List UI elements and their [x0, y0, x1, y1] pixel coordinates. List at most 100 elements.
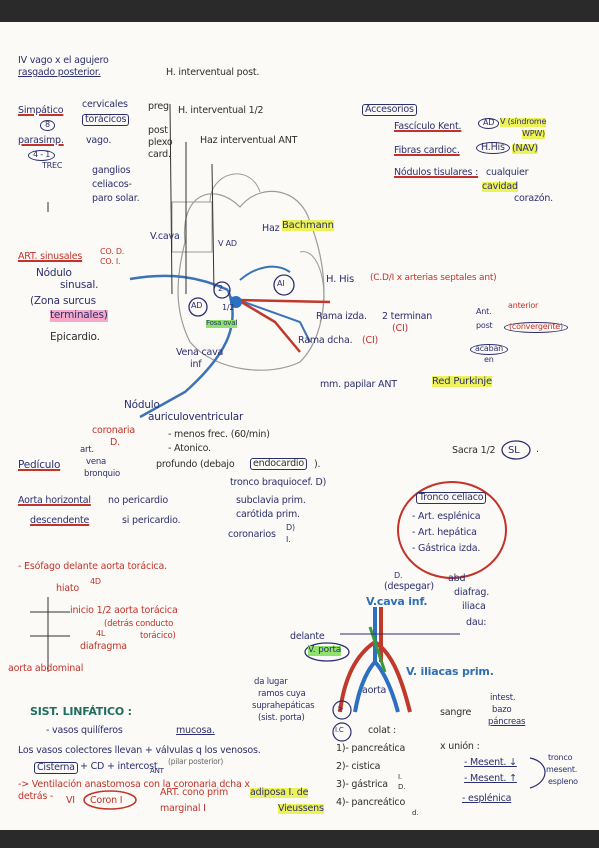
bachmann-line: [239, 265, 291, 281]
kent-wpw: WPW): [522, 129, 545, 139]
diagram-lines: [30, 103, 546, 810]
sacra-label: Sacra 1/2: [452, 445, 496, 456]
zona-1: (Zona surcus: [30, 295, 96, 307]
pediculo-bronquio: bronquio: [84, 469, 121, 479]
cualquier: cualquier: [486, 167, 529, 178]
vago-label: vago.: [86, 135, 112, 146]
nodulo-sinusal-1: Nódulo: [36, 267, 72, 279]
trec-b: TREC: [42, 161, 63, 170]
ramos-cuya: ramos cuya: [258, 689, 306, 699]
profundo-2: endocardio: [250, 458, 307, 471]
dau-label: dau:: [466, 617, 487, 628]
node-2-circle: [213, 281, 231, 299]
terminan: 2 terminan: [382, 311, 433, 322]
haz-interventual-ant: Haz interventual ANT: [200, 135, 298, 146]
coronarios: coronarios: [228, 529, 276, 540]
adiposa-label: adiposa I. de: [250, 787, 309, 799]
delante-label: delante: [290, 631, 325, 642]
kent-sind: V (síndrome: [500, 117, 547, 127]
vasos-quiliferos: - vasos quilíferos: [46, 725, 123, 736]
suprahepaticas: suprahepáticas: [252, 701, 315, 711]
ic-label: I.C: [335, 726, 344, 734]
trec-a: 4 - 1: [28, 150, 56, 161]
hiato-num: 4D: [90, 577, 101, 586]
tronco-label: tronco: [548, 753, 573, 762]
mesent-label: mesent.: [546, 765, 578, 774]
nodulos-tisulares: Nódulos tisulares :: [394, 167, 479, 178]
union-1: - Mesent. ↓: [464, 757, 517, 768]
sist-porta: (sist. porta): [258, 713, 305, 723]
colat-2: 2)- cistica: [336, 761, 381, 772]
ganglios-2: celiacos-: [92, 179, 132, 190]
profundo-1: profundo (debajo: [156, 459, 235, 470]
union-3: - esplénica: [462, 793, 512, 804]
pediculo-vena: vena: [86, 457, 107, 467]
mm-papilar: mm. papilar ANT: [320, 379, 397, 390]
sinus-arrow: [129, 274, 229, 292]
his-rest: (C.D/I x arterias septales ant): [370, 273, 497, 283]
card-label: card.: [148, 149, 171, 160]
h-interventual-half: H. interventual 1/2: [178, 105, 264, 116]
diafrag-label: diafrag.: [454, 587, 490, 598]
despegue: (despegar): [384, 581, 434, 592]
vagus-line-1: IV vago x el agujero: [18, 55, 109, 66]
menos-frec: - menos frec. (60/min): [168, 429, 270, 440]
fibras-nav: (NAV): [512, 143, 538, 155]
detras-line: detrás -: [18, 791, 54, 802]
diafragma-label: diafragma: [80, 641, 127, 652]
anterior-label: anterior: [508, 301, 539, 310]
vcava-inf-label: V.cava inf.: [366, 595, 428, 608]
hiato-label: hiato: [56, 583, 80, 594]
union-label: x unión :: [440, 741, 480, 752]
sl-oval: [501, 440, 531, 460]
pilar-posterior: (pilar posterior): [168, 757, 224, 766]
rama-izda: Rama izda.: [316, 311, 367, 322]
sangre-bazo: bazo: [492, 705, 512, 715]
ganglios-1: ganglios: [92, 165, 131, 176]
tronco-braquiocef: tronco braquiocef. D): [230, 477, 327, 488]
profundo-3: ).: [314, 459, 321, 470]
haz-label: Haz: [262, 223, 280, 234]
vieussens-label: Vieussens: [278, 803, 324, 815]
toracicos-label: torácicos: [82, 114, 130, 127]
aorta-h-no-peric: no pericardio: [108, 495, 168, 506]
cisterna-ant: ANT: [150, 767, 164, 775]
colat-3: 3)- gástrica: [336, 779, 388, 790]
art-esplenica: - Art. esplénica: [412, 511, 481, 522]
vena-cava-inf-1: Vena cava: [176, 347, 224, 358]
rama-dcha: Rama dcha.: [298, 335, 353, 346]
nodulo-sinusal-2: sinusal.: [60, 279, 99, 291]
ganglios-3: paro solar.: [92, 193, 140, 204]
art-ci: CO. I.: [100, 257, 121, 266]
aorta-d-si-peric: si pericardio.: [122, 515, 181, 526]
carotida-prim: carótida prim.: [236, 509, 300, 520]
cavidad: cavidad: [482, 181, 518, 193]
vad-label: V AD: [218, 239, 237, 248]
cervicales-label: cervicales: [82, 99, 128, 110]
gt-label: >: [337, 704, 344, 713]
his-label: H. His: [326, 274, 355, 285]
nodulo-av-1: Nódulo: [124, 399, 160, 411]
l4-label: 4L: [96, 629, 106, 638]
plexo-label: plexo: [148, 137, 173, 148]
vcava-sup: V.cava: [150, 231, 180, 242]
post-label-2: post: [476, 321, 493, 330]
art-hepatica: - Art. hepática: [412, 527, 477, 538]
fibras-label: Fibras cardioc.: [394, 145, 460, 156]
aorta-descendente: descendente: [30, 515, 90, 526]
convergente-label: (convergente): [504, 322, 568, 333]
detras-conducto: (detrás conducto: [104, 619, 174, 629]
vasos-colectores: Los vasos colectores llevan + válvulas q…: [18, 745, 261, 756]
simpatico-label: Simpático: [18, 105, 64, 116]
coronaria-d: D.: [110, 437, 120, 448]
coron-oval: [83, 790, 137, 810]
ai-circle: [273, 274, 295, 296]
accesorios-title: Accesorios: [362, 104, 417, 117]
coron-label: Coron I: [90, 795, 123, 806]
acaban-2: en: [484, 355, 494, 364]
union-2: - Mesent. ↑: [464, 773, 517, 784]
art-cd: CO. D.: [100, 247, 125, 256]
colat-4: 4)- pancreático: [336, 797, 406, 808]
sangre-label: sangre: [440, 707, 472, 718]
mucosa-label: mucosa.: [176, 725, 215, 736]
